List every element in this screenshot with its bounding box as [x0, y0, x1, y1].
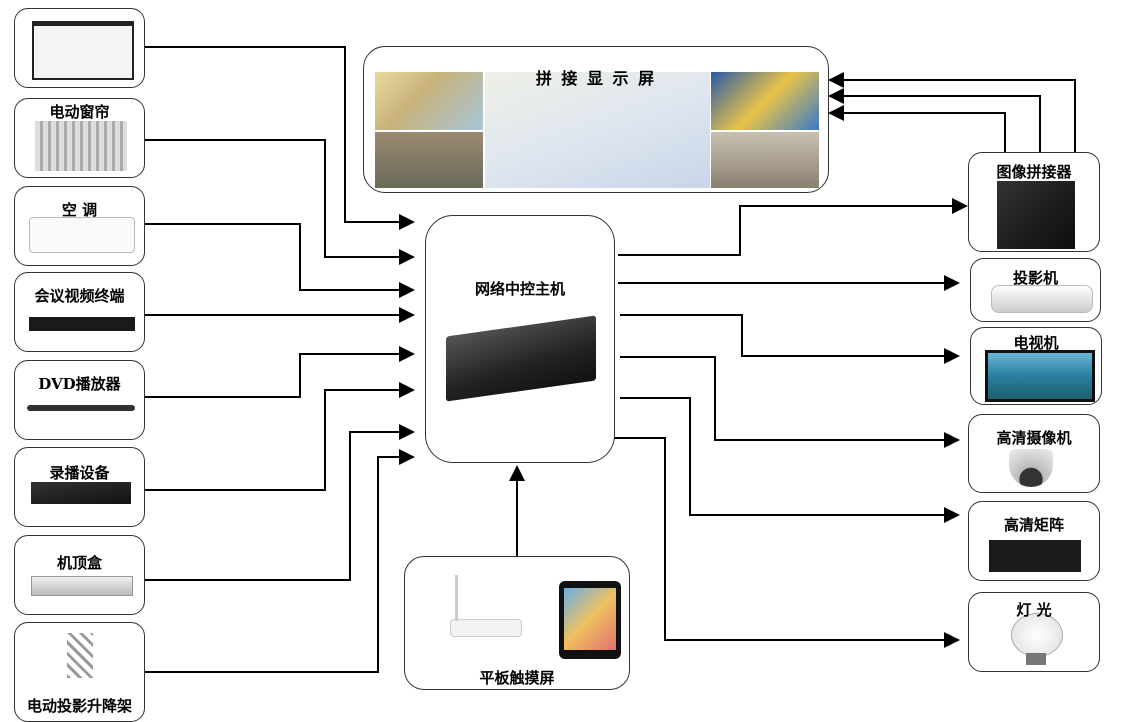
output-label: 高清矩阵 [1003, 516, 1064, 534]
tablet-title: 平板触摸屏 [479, 669, 555, 687]
input-recording-device[interactable]: 录播设备 [14, 447, 145, 527]
input-label: 录播设备 [49, 464, 110, 482]
projection-screen-image [32, 21, 134, 80]
input-label: 空 调 [61, 201, 98, 219]
wire-curtain [145, 139, 415, 265]
settop-image [31, 576, 133, 596]
router-antenna [455, 575, 458, 621]
video-terminal-image [29, 317, 135, 331]
screen-wall-title: 拼 接 显 示 屏 [535, 69, 657, 88]
output-lighting[interactable]: 灯 光 [968, 592, 1100, 672]
input-dvd-player[interactable]: DVD播放器 [14, 360, 145, 440]
input-electric-curtain[interactable]: 电动窗帘 [14, 98, 145, 178]
output-label: 灯 光 [1016, 601, 1052, 619]
curtain-image [35, 121, 127, 171]
camera-image [1009, 449, 1053, 487]
input-label: DVD播放器 [38, 375, 121, 393]
output-hd-camera[interactable]: 高清摄像机 [968, 414, 1100, 493]
output-label: 投影机 [1012, 269, 1058, 287]
router-image [450, 619, 522, 637]
wire-tv [620, 314, 960, 364]
wire-splicer [618, 198, 968, 256]
input-label: 电动投影升降架 [26, 697, 132, 715]
input-video-conference-terminal[interactable]: 会议视频终端 [14, 272, 145, 352]
recorder-image [31, 482, 131, 504]
output-projector[interactable]: 投影机 [970, 258, 1101, 322]
tablet-image [559, 581, 621, 659]
splicing-screen-wall: 拼 接 显 示 屏 [363, 46, 829, 193]
controller-title: 网络中控主机 [474, 280, 565, 298]
wire-settop [145, 424, 415, 581]
output-tv[interactable]: 电视机 [970, 327, 1102, 405]
wire-light [614, 437, 960, 648]
wire-projection-screen [145, 46, 415, 230]
wire-aircon [145, 223, 415, 298]
output-label: 图像拼接器 [996, 163, 1072, 181]
input-projector-lift[interactable]: 电动投影升降架 [14, 622, 145, 722]
projector-image [991, 285, 1093, 313]
tablet-touchscreen[interactable]: 平板触摸屏 [404, 556, 630, 690]
bulb-base [1026, 653, 1046, 665]
wire-wall-2 [828, 88, 1041, 152]
wire-wall-1 [828, 105, 1006, 152]
wire-matrix [620, 397, 960, 523]
wire-camera [620, 356, 960, 448]
output-label: 电视机 [1013, 334, 1059, 352]
central-controller: 网络中控主机 [425, 215, 615, 463]
wire-wall-3 [828, 72, 1076, 152]
output-image-splicer[interactable]: 图像拼接器 [968, 152, 1100, 252]
input-label: 会议视频终端 [34, 287, 125, 305]
input-air-conditioner[interactable]: 空 调 [14, 186, 145, 266]
lift-image [67, 633, 93, 678]
wire-dvd [145, 346, 415, 398]
input-set-top-box[interactable]: 机顶盒 [14, 535, 145, 615]
output-label: 高清摄像机 [996, 429, 1072, 447]
splicer-image [997, 181, 1075, 249]
wire-recorder [145, 382, 415, 491]
controller-device-image [446, 315, 596, 402]
matrix-image [989, 540, 1081, 572]
input-projection-screen[interactable] [14, 8, 145, 88]
dvd-image [27, 405, 135, 411]
aircon-image [29, 217, 135, 253]
wire-lift [145, 449, 415, 673]
input-label: 电动窗帘 [49, 103, 110, 121]
tv-image [985, 350, 1095, 402]
input-label: 机顶盒 [56, 554, 102, 572]
output-hd-matrix[interactable]: 高清矩阵 [968, 501, 1100, 581]
